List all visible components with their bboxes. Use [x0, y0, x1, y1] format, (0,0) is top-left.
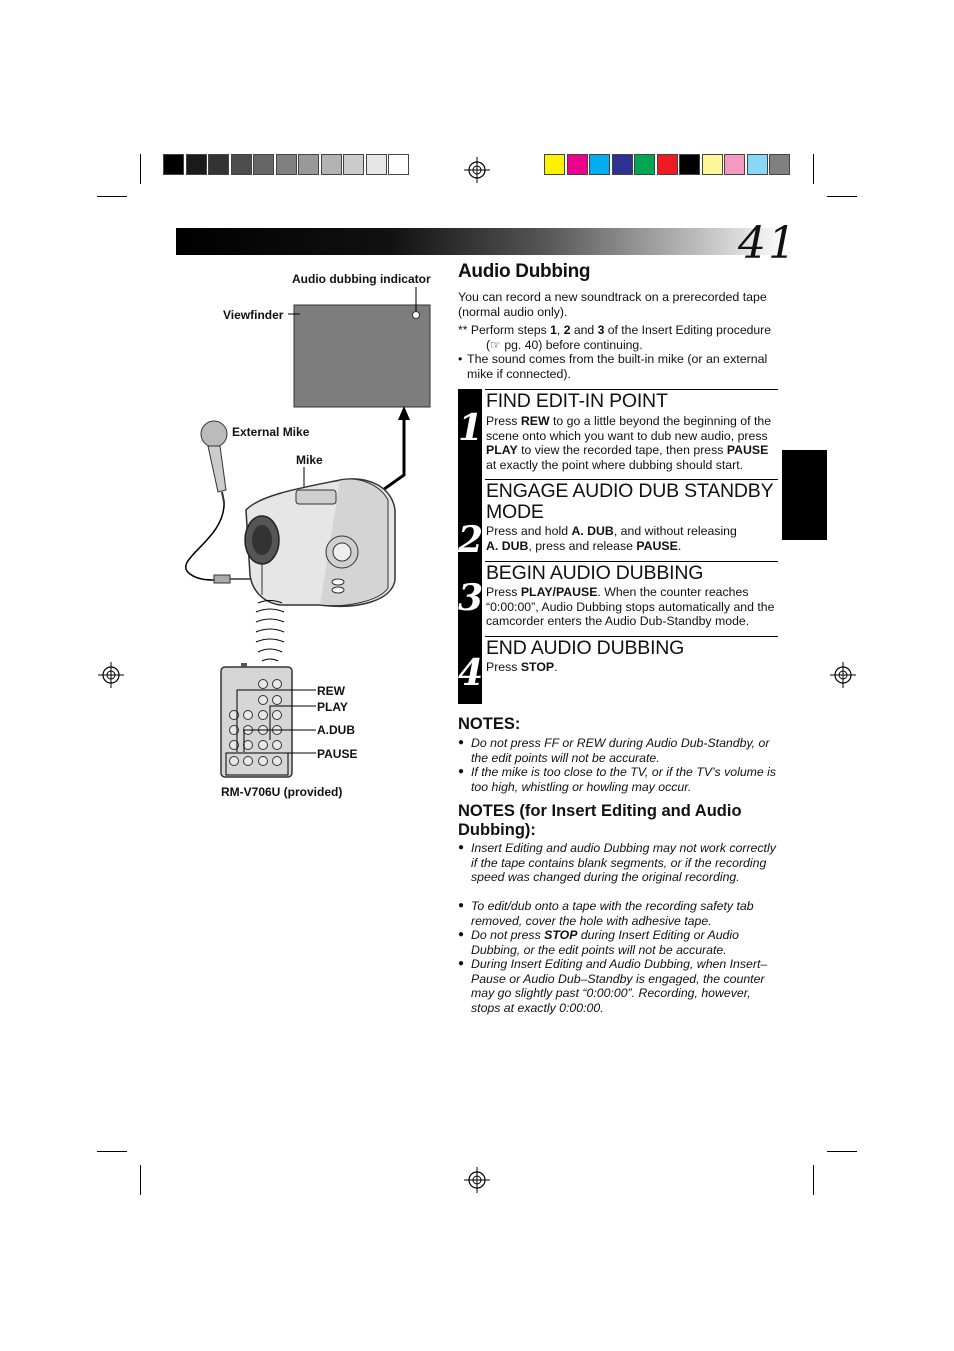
color-swatch [163, 154, 184, 175]
step-text: Press and hold A. DUB, and without relea… [486, 524, 737, 553]
color-swatch [769, 154, 790, 175]
pause-label: PAUSE [317, 747, 358, 761]
color-swatch [544, 154, 565, 175]
step-title: END AUDIO DUBBING [486, 637, 685, 659]
remote-caption: RM-V706U (provided) [221, 785, 343, 799]
registration-mark-icon [464, 1167, 490, 1193]
step-text: Press STOP. [486, 660, 558, 674]
registration-mark-icon [98, 662, 124, 688]
color-swatch [365, 154, 387, 175]
section-bullet-steps: ** Perform steps 1, 2 and 3 of the Inser… [458, 323, 780, 353]
remote-control [220, 666, 293, 778]
mike-label: Mike [296, 453, 323, 467]
external-mike-label: External Mike [232, 425, 310, 439]
note-item: ●To edit/dub onto a tape with the record… [458, 899, 754, 928]
bullet2-text: The sound comes from the built-in mike (… [467, 352, 768, 381]
play-label: PLAY [317, 700, 348, 714]
crop-mark [813, 1165, 814, 1195]
color-swatch [701, 154, 723, 175]
color-swatch [230, 154, 252, 175]
color-swatch [724, 154, 745, 175]
color-swatch [185, 154, 207, 175]
color-swatch [679, 154, 700, 175]
step-number: 4 [458, 652, 484, 694]
bullet1-step3: 3 [597, 323, 605, 337]
color-swatch [320, 154, 342, 175]
section-tab [782, 450, 827, 540]
registration-mark-icon [830, 662, 856, 688]
step-number: 3 [458, 577, 484, 619]
bullet1-and: and [570, 323, 598, 337]
bullet1-prefix: ** Perform steps [458, 323, 551, 337]
page-header-bar [176, 228, 788, 255]
note-item: ●Do not press STOP during Insert Editing… [458, 928, 739, 957]
bullet1-rest: of the Insert Editing procedure [604, 323, 772, 337]
crop-mark [140, 1165, 141, 1195]
step-2: 2 ENGAGE AUDIO DUB STANDBY MODE Press an… [458, 479, 778, 561]
step-3: 3 BEGIN AUDIO DUBBING Press PLAY/PAUSE. … [458, 561, 778, 636]
color-swatch [746, 154, 768, 175]
color-swatch [611, 154, 633, 175]
crop-mark [813, 154, 814, 184]
color-swatch [275, 154, 297, 175]
color-swatch [566, 154, 588, 175]
step-1: 1 FIND EDIT-IN POINT Press REW to go a l… [458, 389, 778, 479]
page-number: 41 [738, 218, 798, 269]
adub-label: A.DUB [317, 723, 355, 737]
microphone-icon [200, 420, 228, 448]
note-item: ●Do not press FF or REW during Audio Dub… [458, 736, 770, 765]
note-item: ●If the mike is too close to the TV, or … [458, 765, 777, 794]
bullet1-line2: (☞ pg. 40) before continuing. [486, 338, 643, 352]
crop-mark [97, 1151, 127, 1152]
color-swatch [589, 154, 610, 175]
section-title: Audio Dubbing [458, 261, 591, 282]
crop-mark [97, 196, 127, 197]
color-swatch [253, 154, 274, 175]
color-swatch [634, 154, 655, 175]
color-swatch [298, 154, 319, 175]
section-bullet-mike: •The sound comes from the built-in mike … [458, 352, 768, 381]
step-4: 4 END AUDIO DUBBING Press STOP. [458, 636, 778, 704]
bullet1-step2: 2 [563, 323, 571, 337]
step-title: ENGAGE AUDIO DUB STANDBY MODE [486, 480, 774, 523]
notes2-heading: NOTES (for Insert Editing and Audio Dubb… [458, 802, 742, 839]
viewfinder-label: Viewfinder [223, 308, 284, 322]
bullet1-step1: 1 [550, 323, 557, 337]
notes-heading: NOTES: [458, 715, 521, 733]
crop-mark [827, 1151, 857, 1152]
color-swatch [208, 154, 229, 175]
color-swatch [656, 154, 678, 175]
step-text: Press REW to go a little beyond the begi… [486, 414, 772, 472]
step-number: 2 [458, 519, 484, 561]
crop-mark [140, 154, 141, 184]
bullet1-sep1: , [556, 323, 564, 337]
note-item: ●During Insert Editing and Audio Dubbing… [458, 957, 768, 1015]
color-swatch [343, 154, 364, 175]
section-intro: You can record a new soundtrack on a pre… [458, 290, 767, 319]
step-text: Press PLAY/PAUSE. When the counter reach… [486, 585, 775, 628]
note-item: ●Insert Editing and audio Dubbing may no… [458, 841, 776, 884]
crop-mark [827, 196, 857, 197]
audio-dubbing-indicator-icon [412, 311, 420, 319]
rew-label: REW [317, 684, 345, 698]
color-swatch [388, 154, 409, 175]
viewfinder-screen [293, 304, 431, 408]
step-number: 1 [458, 407, 484, 449]
registration-mark-icon [464, 157, 490, 183]
step-title: BEGIN AUDIO DUBBING [486, 562, 704, 584]
audio-dubbing-indicator-label: Audio dubbing indicator [292, 272, 431, 286]
camcorder-diagram [184, 287, 431, 778]
step-title: FIND EDIT-IN POINT [486, 390, 668, 412]
